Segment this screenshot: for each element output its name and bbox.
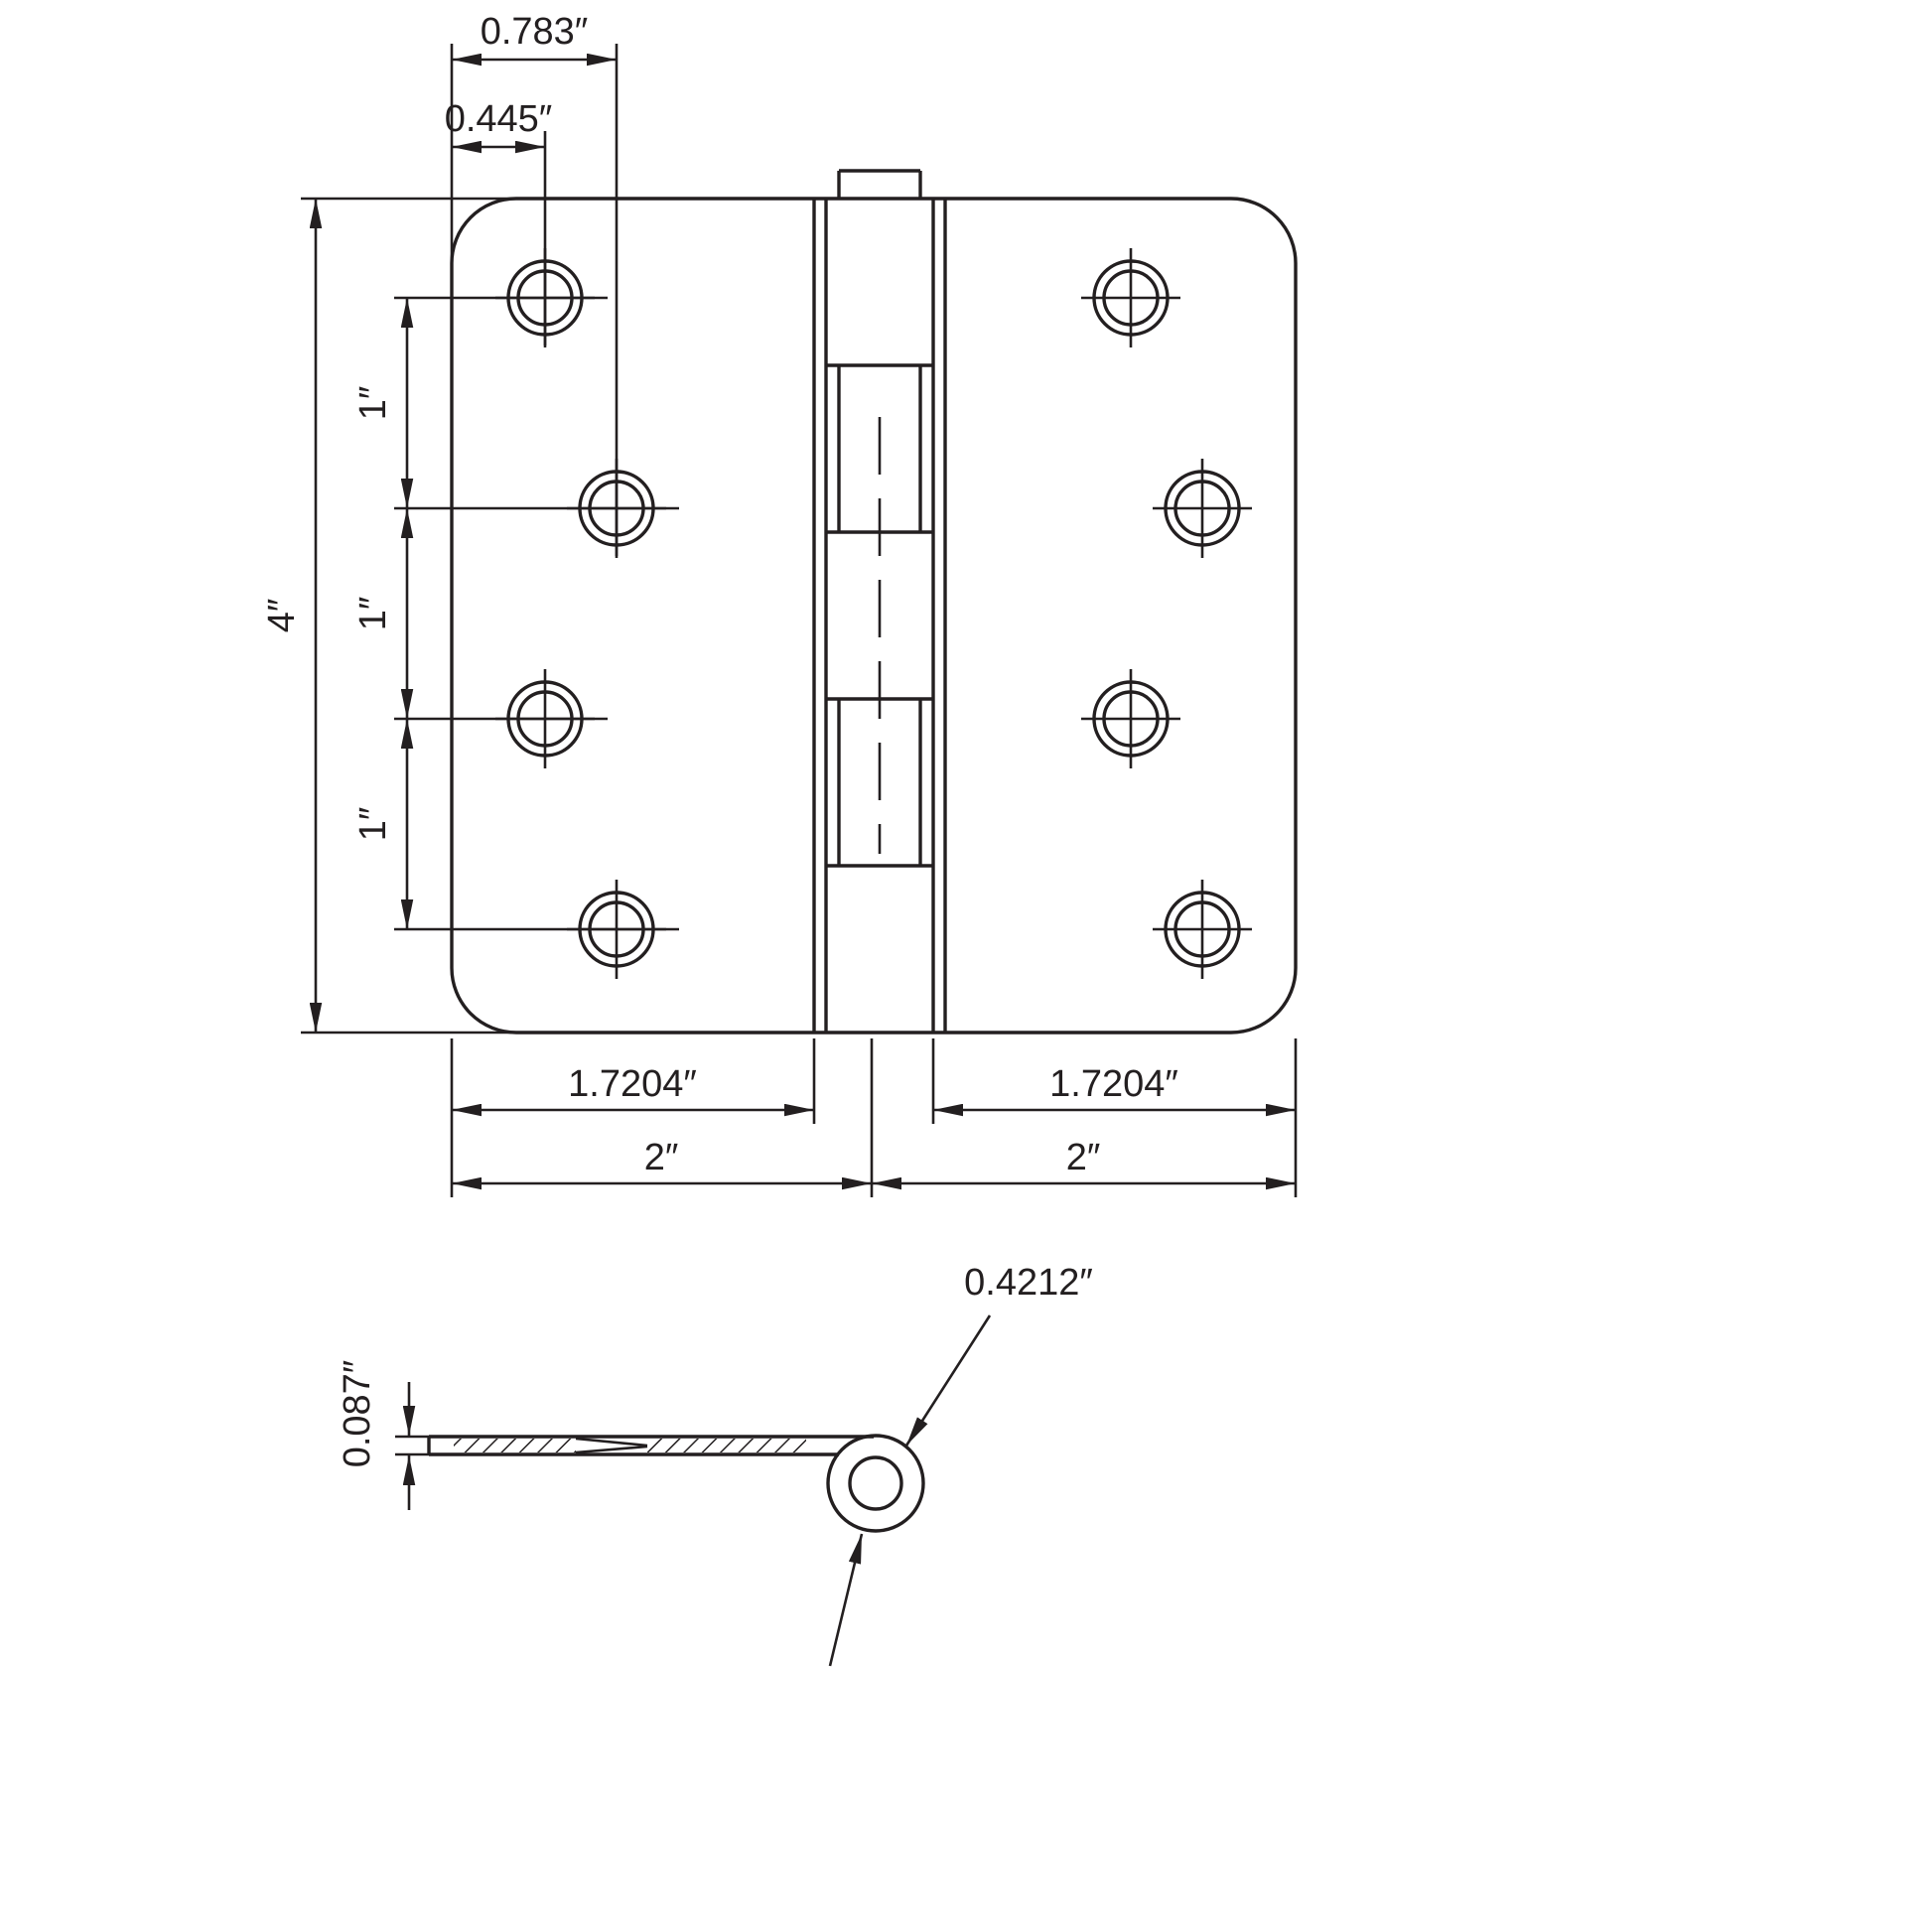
dimension-labels: 0.783″ 0.445″ 4″ 1″ 1″ 1″ 1.7204″ 1.7204… [261,11,1178,1178]
barrel-outer-circle [826,1434,925,1533]
dim-label-pitch3: 1″ [352,807,394,842]
dim-label-left-half: 2″ [644,1137,679,1178]
dim-label-right-leaf: 1.7204″ [1049,1063,1178,1105]
barrel-knuckles [824,169,935,1035]
taper-line [575,1445,648,1454]
front-view: 0.783″ 0.445″ 4″ 1″ 1″ 1″ 1.7204″ 1.7204… [261,11,1298,1197]
dim-label-barrel-diameter: 0.4212″ [964,1262,1093,1304]
right-leaf-outline [933,197,1298,1035]
barrel-bottom-leader [828,1533,864,1667]
dim-label-height: 4″ [261,599,303,633]
dim-label-pitch1: 1″ [352,386,394,421]
leaf-profile [427,1435,874,1456]
screw-hole [1151,457,1254,560]
screw-hole [1151,878,1254,981]
barrel-inner-circle [848,1455,903,1511]
hinge-outline [450,197,1298,1035]
hatch-section [647,1439,806,1452]
dim-label-thickness: 0.087″ [337,1360,378,1468]
hatch-section [454,1439,576,1452]
side-view-dimensions: 0.087″ 0.4212″ [337,1262,1093,1667]
dim-label-col1-offset: 0.445″ [445,98,553,140]
barrel-diameter-leader [904,1314,992,1447]
left-leaf-outline [450,197,826,1035]
dim-label-right-half: 2″ [1066,1137,1101,1178]
screw-holes [493,246,1254,981]
dimension-lines [309,53,1296,1190]
dim-label-left-leaf: 1.7204″ [568,1063,697,1105]
barrel-end [826,1434,925,1533]
screw-hole [1079,667,1182,770]
dim-label-col2-offset: 0.783″ [481,11,589,53]
side-view: 0.087″ 0.4212″ [337,1262,1093,1667]
screw-hole [1079,246,1182,349]
taper-line [575,1437,648,1448]
dim-label-pitch2: 1″ [352,597,394,631]
